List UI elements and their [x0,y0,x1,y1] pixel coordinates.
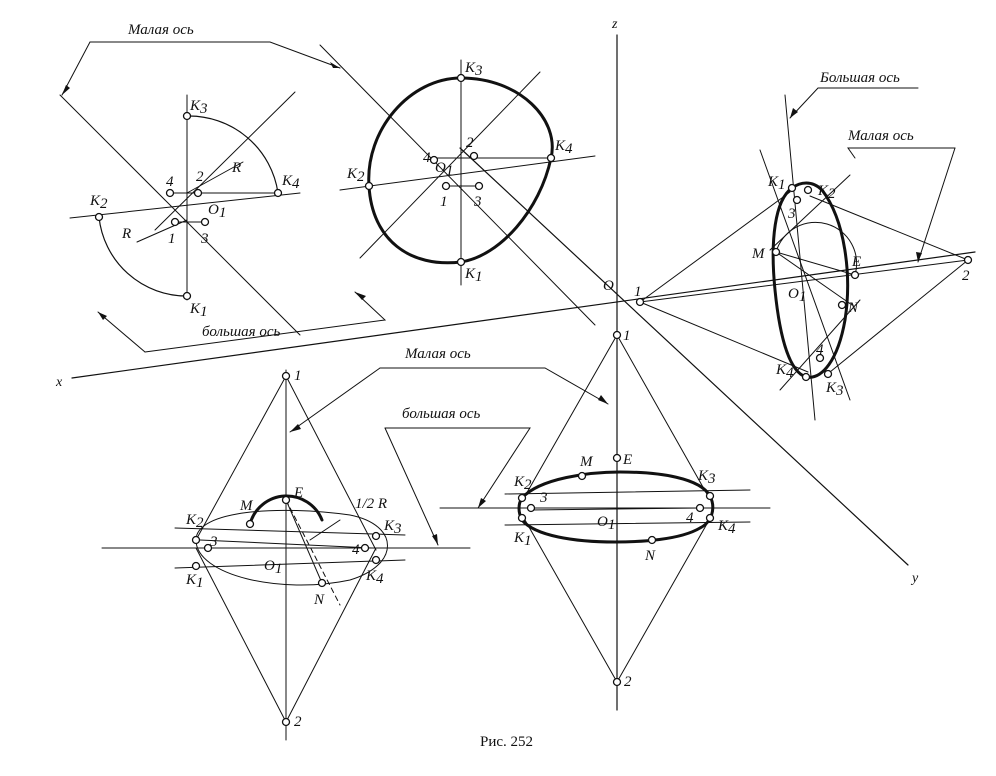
svg-text:O1: O1 [208,202,226,221]
svg-text:K1: K1 [513,530,532,549]
x-label: x [55,375,63,390]
svg-text:K4: K4 [717,518,736,537]
figure-caption: Рис. 252 [480,734,533,750]
svg-text:O1: O1 [788,286,806,305]
svg-text:M: M [239,498,254,514]
svg-text:4: 4 [686,510,694,526]
svg-text:N: N [644,548,656,564]
svg-text:3: 3 [209,534,218,550]
top-left-leaders: Малая ось большая ось [61,22,387,353]
svg-text:3: 3 [200,231,209,247]
construction-bottom-center: 1 2 E M N O1 K2 K1 K3 K4 3 4 [439,328,771,690]
y-axis [459,147,909,566]
svg-text:K2: K2 [817,183,836,202]
svg-text:K4: K4 [365,568,384,587]
svg-text:E: E [293,485,303,501]
bottom-leaders: Малая ось большая ось [289,346,609,546]
svg-text:K3: K3 [189,98,208,117]
svg-text:K1: K1 [464,266,483,285]
svg-text:K3: K3 [825,380,844,399]
origin-label: O [603,278,614,294]
svg-text:2: 2 [196,169,204,185]
svg-text:R: R [231,160,241,176]
svg-text:K3: K3 [697,468,716,487]
svg-text:1: 1 [294,368,302,384]
minor-axis-label-1: Малая ось [127,22,194,38]
svg-text:N: N [313,592,325,608]
svg-text:1: 1 [623,328,631,344]
svg-text:K4: K4 [554,138,573,157]
svg-text:N: N [847,300,859,316]
svg-text:2: 2 [624,674,632,690]
construction-right: K1 K2 K4 K3 O1 3 4 M E N 2 1 [634,94,973,421]
svg-text:K3: K3 [464,60,483,79]
svg-text:M: M [751,246,766,262]
svg-text:E: E [851,254,861,270]
svg-text:2: 2 [962,268,970,284]
svg-text:3: 3 [473,194,482,210]
svg-text:K1: K1 [185,572,204,591]
svg-text:O1: O1 [597,514,615,533]
svg-text:4: 4 [423,150,431,166]
construction-bottom-left: 1 2 E M N O1 K2 K1 K3 K4 3 4 1/2 R [101,368,471,741]
minor-axis-label-2: Малая ось [847,128,914,144]
major-axis-label-1: большая ось [202,324,281,340]
construction-top-center: K3 K1 K2 K4 O1 4 2 1 3 [319,44,596,326]
svg-text:4: 4 [352,542,360,558]
svg-text:K2: K2 [346,166,365,185]
major-axis-label-3: большая ось [402,406,481,422]
svg-text:2: 2 [294,714,302,730]
svg-text:K3: K3 [383,518,402,537]
svg-text:K2: K2 [89,193,108,212]
svg-text:K2: K2 [185,512,204,531]
y-label: y [910,571,919,586]
svg-text:3: 3 [787,206,796,222]
svg-text:4: 4 [166,174,174,190]
svg-text:1: 1 [634,284,642,300]
svg-text:E: E [622,452,632,468]
major-axis-label-2: Большая ось [819,70,900,86]
coordinate-axes: z x y O [55,17,976,711]
svg-text:2: 2 [466,135,474,151]
svg-text:4: 4 [816,342,824,358]
svg-text:K1: K1 [767,174,786,193]
svg-text:O1: O1 [264,558,282,577]
svg-text:K1: K1 [189,301,208,320]
construction-top-left: K3 K1 K2 K4 O1 4 2 1 3 R R [59,91,301,336]
svg-text:1: 1 [168,231,176,247]
minor-axis-label-3: Малая ось [404,346,471,362]
z-label: z [611,17,618,32]
right-leaders: Большая ось Малая ось [789,70,956,263]
svg-text:O1: O1 [435,160,453,179]
svg-text:M: M [579,454,594,470]
svg-text:1/2 R: 1/2 R [355,496,387,512]
svg-text:K4: K4 [775,362,794,381]
svg-text:R: R [121,226,131,242]
svg-text:3: 3 [539,490,548,506]
svg-text:1: 1 [440,194,448,210]
x-axis [71,251,976,379]
svg-text:K2: K2 [513,474,532,493]
svg-text:K4: K4 [281,173,300,192]
